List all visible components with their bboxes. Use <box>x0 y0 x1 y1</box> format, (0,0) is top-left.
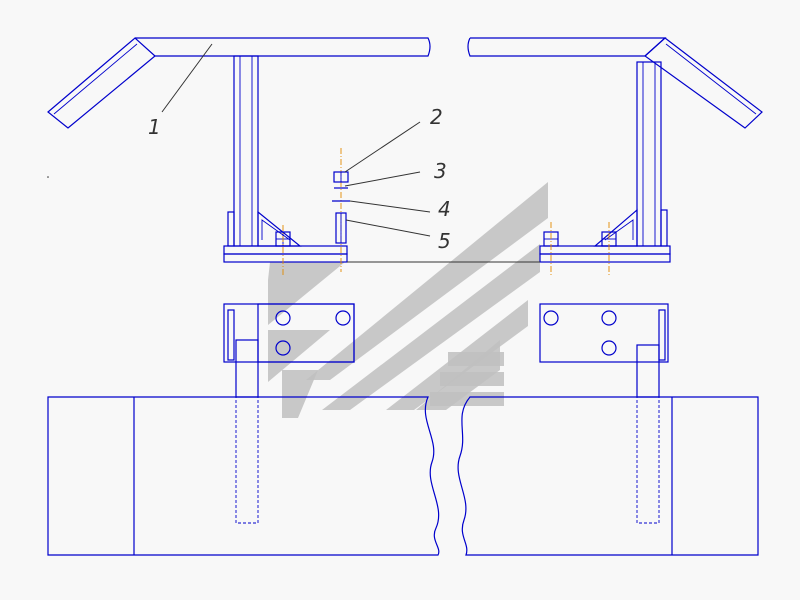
callout-5: 5 <box>438 229 451 253</box>
bracket-left <box>223 303 355 398</box>
callout-1: 1 <box>148 115 161 139</box>
lower-beam <box>47 396 759 556</box>
callout-2: 2 <box>430 105 443 129</box>
frame-left <box>47 37 431 275</box>
watermark-logo <box>268 182 548 418</box>
callout-3: 3 <box>434 159 447 183</box>
stray-mark <box>47 176 49 178</box>
bracket-right <box>539 303 669 398</box>
frame-right <box>467 37 763 275</box>
fastener-stack <box>332 148 350 272</box>
callout-4: 4 <box>438 197 451 221</box>
leader-lines <box>161 43 431 237</box>
